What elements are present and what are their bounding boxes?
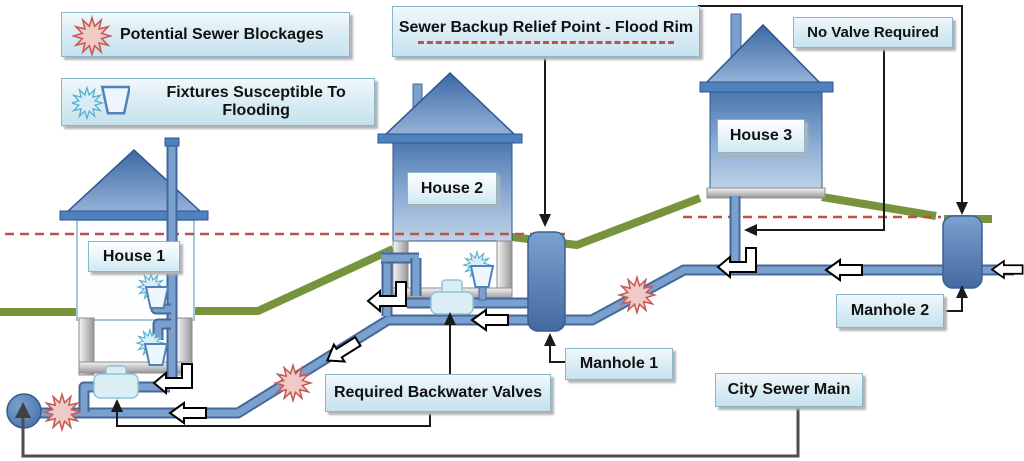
callout-manhole-2: Manhole 2	[836, 294, 944, 328]
foundation	[706, 187, 826, 199]
fixture-cup-icon	[145, 286, 169, 309]
manhole-1-label: Manhole 1	[579, 355, 659, 372]
city-sewer-main-label: City Sewer Main	[727, 381, 851, 398]
backwater-valves-label: Required Backwater Valves	[333, 384, 543, 401]
legend-item-blockages: Potential Sewer Blockages	[61, 12, 350, 57]
blockage-starburst-icon	[72, 16, 112, 55]
fixture-cup-icon	[144, 343, 168, 366]
basement-wall	[78, 317, 95, 376]
manhole-2-shape	[942, 215, 983, 289]
fixture-cup-icon	[470, 265, 494, 288]
annotation-lines	[15, 5, 968, 458]
house-1-label-text: House 1	[102, 247, 166, 265]
blockage-starburst-icon	[43, 393, 81, 431]
legend-item-fixtures: Fixtures Susceptible To Flooding	[61, 78, 375, 126]
house-1-label: House 1	[88, 241, 180, 272]
flood-rim-dashed-level	[5, 215, 941, 236]
callout-backwater-valves: Required Backwater Valves	[325, 374, 551, 412]
basement-wall	[496, 240, 513, 294]
legend-label: Fixtures Susceptible To Flooding	[166, 84, 346, 119]
stack-cap	[164, 137, 180, 147]
no-valve-label: No Valve Required	[807, 24, 939, 41]
manhole-2-label: Manhole 2	[850, 302, 930, 319]
flood-rim-dash-sample	[417, 41, 674, 45]
house-2-label-text: House 2	[420, 179, 484, 197]
fixture-house-2-basement	[463, 251, 494, 288]
backwater-valve-house-1	[93, 365, 139, 399]
callout-flood-rim: Sewer Backup Relief Point - Flood Rim	[392, 6, 700, 57]
flow-arrow-left	[825, 259, 863, 281]
flood-rim-label: Sewer Backup Relief Point - Flood Rim	[398, 18, 694, 36]
callout-no-valve: No Valve Required	[793, 17, 953, 48]
manhole-1-shape	[527, 231, 566, 332]
callout-manhole-1: Manhole 1	[565, 348, 673, 380]
fixture-stem	[478, 285, 487, 301]
house-3-label: House 3	[717, 119, 805, 153]
backwater-valve-house-2	[430, 279, 474, 315]
fixture-starburst-cup-icon	[72, 85, 131, 119]
callout-city-sewer-main: City Sewer Main	[715, 373, 863, 407]
house-3-label-text: House 3	[729, 127, 793, 144]
house-2-label: House 2	[407, 172, 497, 205]
legend-label: Potential Sewer Blockages	[120, 25, 324, 43]
flow-arrow-left	[169, 402, 207, 424]
flow-arrow-left	[471, 309, 509, 331]
